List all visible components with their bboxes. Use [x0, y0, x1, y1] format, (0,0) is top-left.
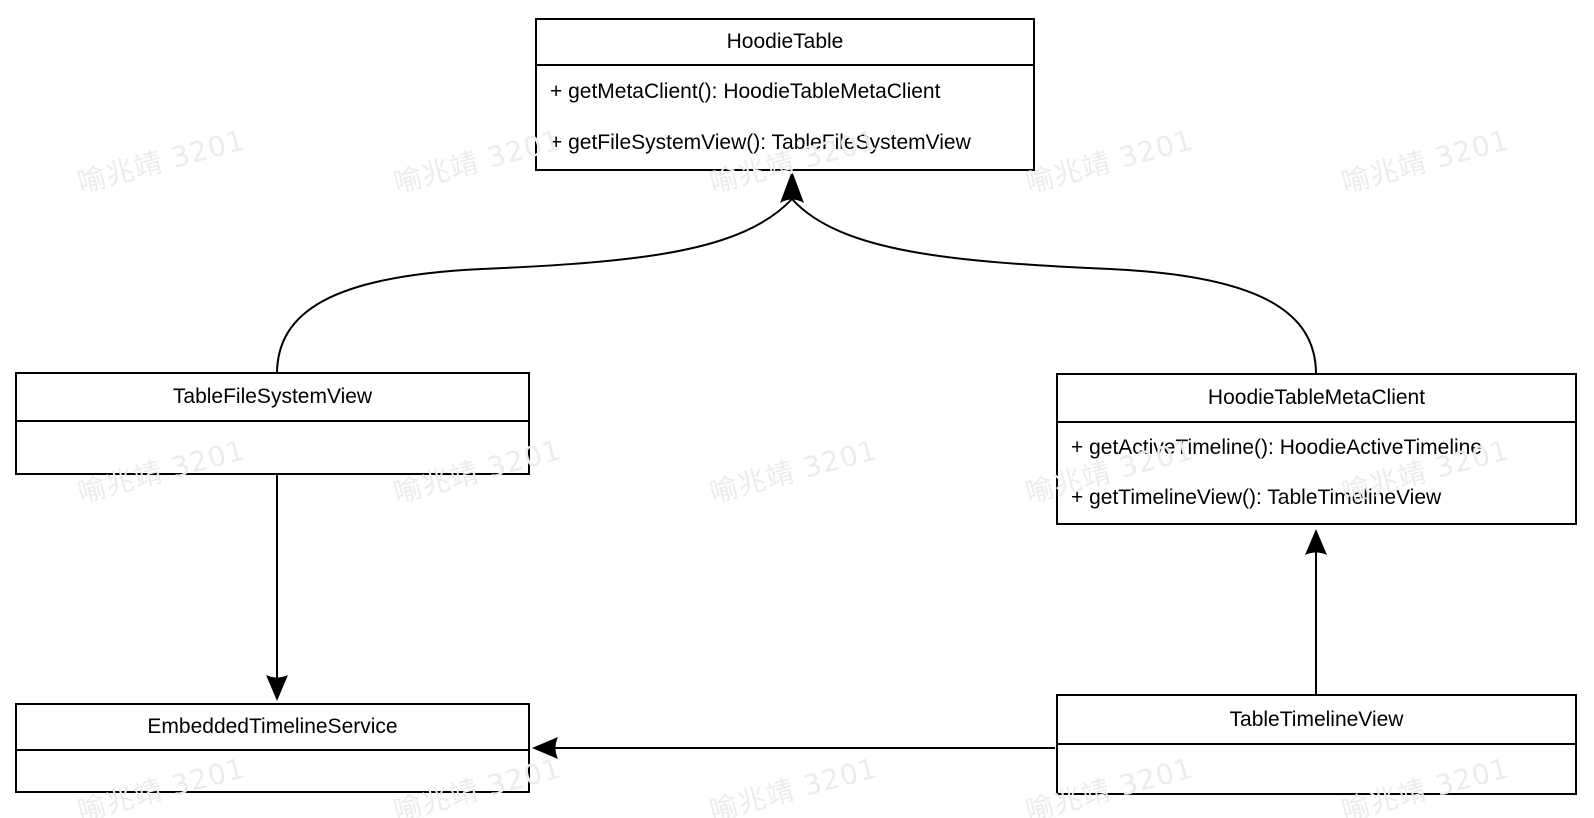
watermark-text: 喻兆靖 3201: [74, 123, 249, 200]
edge-tablefilesystemview-to-hoodietable: [276, 198, 793, 375]
watermark-text: 喻兆靖 3201: [1338, 123, 1513, 200]
class-box-embeddedtimelineservice[interactable]: EmbeddedTimelineService: [15, 703, 530, 793]
class-title-tablefilesystemview: TableFileSystemView: [17, 374, 528, 422]
class-methods-embeddedtimelineservice: [17, 751, 528, 791]
watermark-text: 喻兆靖 3201: [706, 433, 881, 510]
method-getactivetimeline: + getActiveTimeline(): HoodieActiveTimel…: [1071, 436, 1483, 459]
class-methods-tablefilesystemview: [17, 422, 528, 473]
class-title-tabletimelineview: TableTimelineView: [1058, 696, 1575, 745]
class-box-tablefilesystemview[interactable]: TableFileSystemView: [15, 372, 530, 475]
edge-hoodietablemetaclient-to-hoodietable: [791, 198, 1317, 375]
class-methods-hoodietablemetaclient: + getActiveTimeline(): HoodieActiveTimel…: [1058, 423, 1575, 523]
arrowhead-up-hoodietable: [780, 171, 804, 203]
class-box-hoodietable[interactable]: HoodieTable + getMetaClient(): HoodieTab…: [535, 18, 1035, 171]
arrowhead-left-embeddedtimelineservice: [532, 737, 558, 759]
arrowhead-down-embeddedtimelineservice: [266, 675, 288, 701]
class-methods-hoodietable: + getMetaClient(): HoodieTableMetaClient…: [537, 66, 1033, 169]
class-title-hoodietable: HoodieTable: [537, 20, 1033, 66]
class-title-hoodietablemetaclient: HoodieTableMetaClient: [1058, 375, 1575, 423]
method-getmetaclient: + getMetaClient(): HoodieTableMetaClient: [550, 79, 941, 103]
class-box-tabletimelineview[interactable]: TableTimelineView: [1056, 694, 1577, 795]
method-getfilesystemview: + getFileSystemView(): TableFileSystemVi…: [550, 131, 971, 155]
method-gettimelineview: + getTimelineView(): TableTimelineView: [1071, 486, 1442, 509]
watermark-text: 喻兆靖 3201: [1022, 123, 1197, 200]
arrowhead-up-hoodietablemetaclient: [1305, 529, 1327, 555]
watermark-text: 喻兆靖 3201: [706, 751, 881, 818]
class-methods-tabletimelineview: [1058, 745, 1575, 793]
class-box-hoodietablemetaclient[interactable]: HoodieTableMetaClient + getActiveTimelin…: [1056, 373, 1577, 525]
class-title-embeddedtimelineservice: EmbeddedTimelineService: [17, 705, 528, 751]
